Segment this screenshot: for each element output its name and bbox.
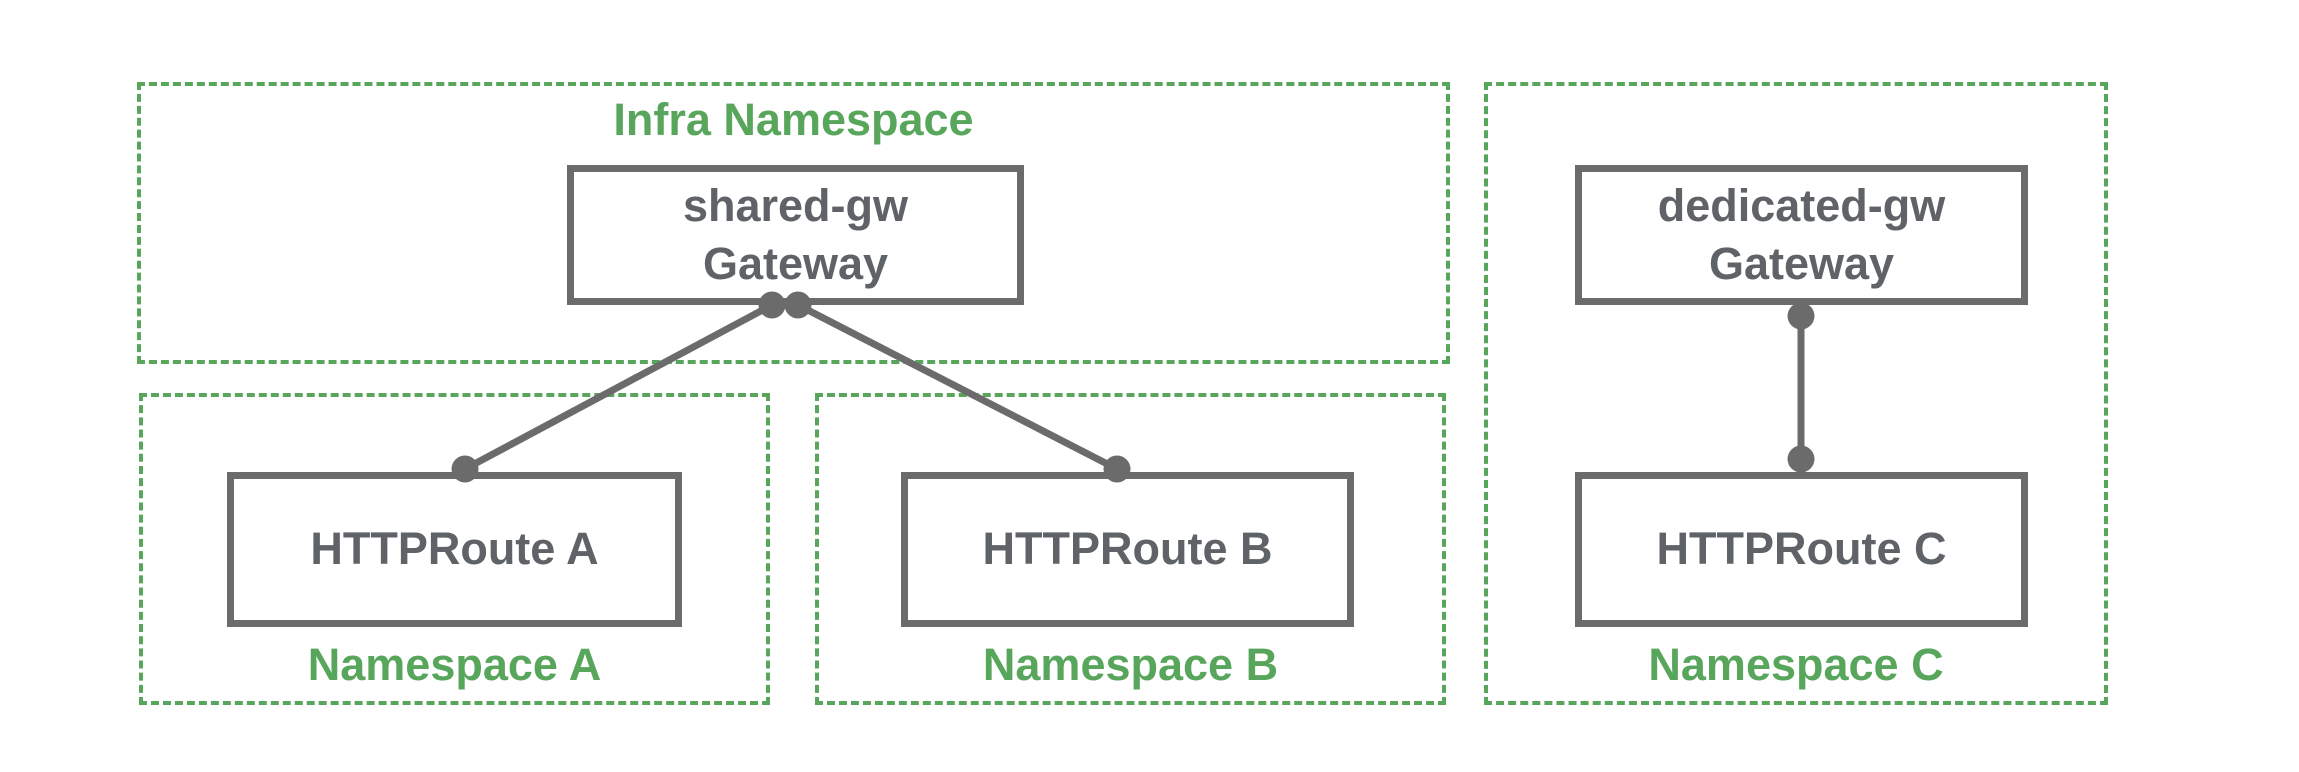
namespace-infra-box: Infra Namespace — [137, 82, 1450, 364]
httproute-c-label: HTTPRoute C — [1656, 523, 1947, 575]
gateway-shared-gw-kind: Gateway — [702, 238, 889, 289]
namespace-a-label: Namespace A — [307, 639, 602, 690]
namespace-c-label: Namespace C — [1648, 639, 1944, 690]
attachment-dot-route-b — [1103, 455, 1131, 483]
edge-shared-gw-to-route-b — [796, 301, 1119, 473]
edge-shared-gw-to-route-a — [463, 301, 774, 473]
namespace-b-label: Namespace B — [982, 639, 1279, 690]
namespace-infra-label: Infra Namespace — [613, 94, 974, 145]
attachment-dot-route-a — [451, 455, 479, 483]
attachment-dot-route-c — [1787, 445, 1815, 473]
gateway-shared-gw-node: shared-gw Gateway — [567, 165, 1024, 305]
namespace-c-box: Namespace C — [1484, 82, 2108, 705]
gateway-dedicated-gw-node: dedicated-gw Gateway — [1575, 165, 2028, 305]
httproute-b-node: HTTPRoute B — [901, 472, 1354, 627]
httproute-a-label: HTTPRoute A — [310, 523, 599, 575]
attachment-dot-shared-gw-right — [784, 291, 812, 319]
httproute-b-label: HTTPRoute B — [982, 523, 1273, 575]
gateway-dedicated-gw-name: dedicated-gw — [1657, 179, 1946, 231]
httproute-c-node: HTTPRoute C — [1575, 472, 2028, 627]
namespace-a-box: Namespace A — [139, 393, 770, 705]
attachment-dot-dedicated-gw — [1787, 302, 1815, 330]
namespace-b-box: Namespace B — [815, 393, 1446, 705]
attachment-dot-shared-gw-left — [758, 291, 786, 319]
gateway-dedicated-gw-kind: Gateway — [1708, 238, 1895, 289]
httproute-a-node: HTTPRoute A — [227, 472, 682, 627]
gateway-shared-gw-name: shared-gw — [682, 179, 909, 231]
